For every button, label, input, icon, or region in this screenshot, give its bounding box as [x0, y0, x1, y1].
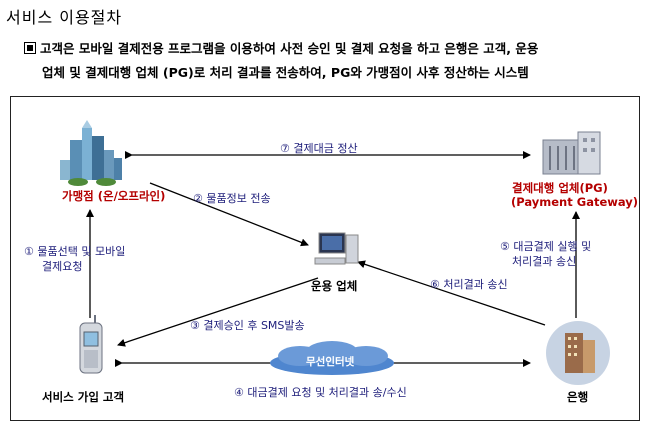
arrow-step6 [357, 260, 546, 326]
pg-label-line2: (Payment Gateway) [511, 195, 639, 209]
server-building-icon [542, 131, 601, 175]
bank-building-icon [546, 321, 610, 385]
description-line-1: 고객은 모바일 결제전용 프로그램을 이용하여 사전 승인 및 결제 요청을 하… [24, 38, 538, 57]
flow-step7-label: ⑦ 결제대금 정산 [280, 142, 358, 155]
square-bullet-icon [24, 42, 36, 54]
flow-step3-label: ③ 결제승인 후 SMS발송 [190, 319, 305, 332]
operator-label: 운용 업체 [311, 279, 358, 293]
flow-step1-label-line2: 결제요청 [42, 260, 83, 273]
computer-icon [314, 232, 359, 265]
city-buildings-icon [60, 120, 122, 186]
flow-step4-label: ④ 대금결제 요청 및 처리결과 송/수신 [234, 386, 407, 399]
merchant-label: 가맹점 (온/오프라인) [62, 189, 166, 203]
network-label: 무선인터넷 [306, 356, 355, 368]
flow-step5-label-line2: 처리결과 송신 [512, 255, 577, 268]
customer-label: 서비스 가입 고객 [42, 390, 125, 404]
description-text-1: 고객은 모바일 결제전용 프로그램을 이용하여 사전 승인 및 결제 요청을 하… [40, 41, 539, 56]
description-line-2: 업체 및 결제대행 업체 (PG)로 처리 결과를 전송하여, PG와 가맹점이… [42, 65, 529, 80]
page-title: 서비스 이용절차 [6, 8, 123, 27]
diagram-frame [10, 96, 640, 421]
cloud-icon [270, 341, 394, 375]
flow-step2-label: ② 물품정보 전송 [193, 192, 271, 205]
arrow-step2 [149, 182, 309, 247]
flow-step5-label-line1: ⑤ 대금결제 실행 및 [500, 240, 592, 253]
mobile-phone-icon [79, 315, 103, 374]
pg-label-line1: 결제대행 업체(PG) [512, 181, 608, 195]
flow-step1-label-line1: ① 물품선택 및 모바일 [24, 245, 126, 258]
flow-step6-label: ⑥ 처리결과 송신 [430, 278, 508, 291]
arrow-step3 [117, 277, 319, 347]
bank-label: 은행 [567, 390, 589, 404]
